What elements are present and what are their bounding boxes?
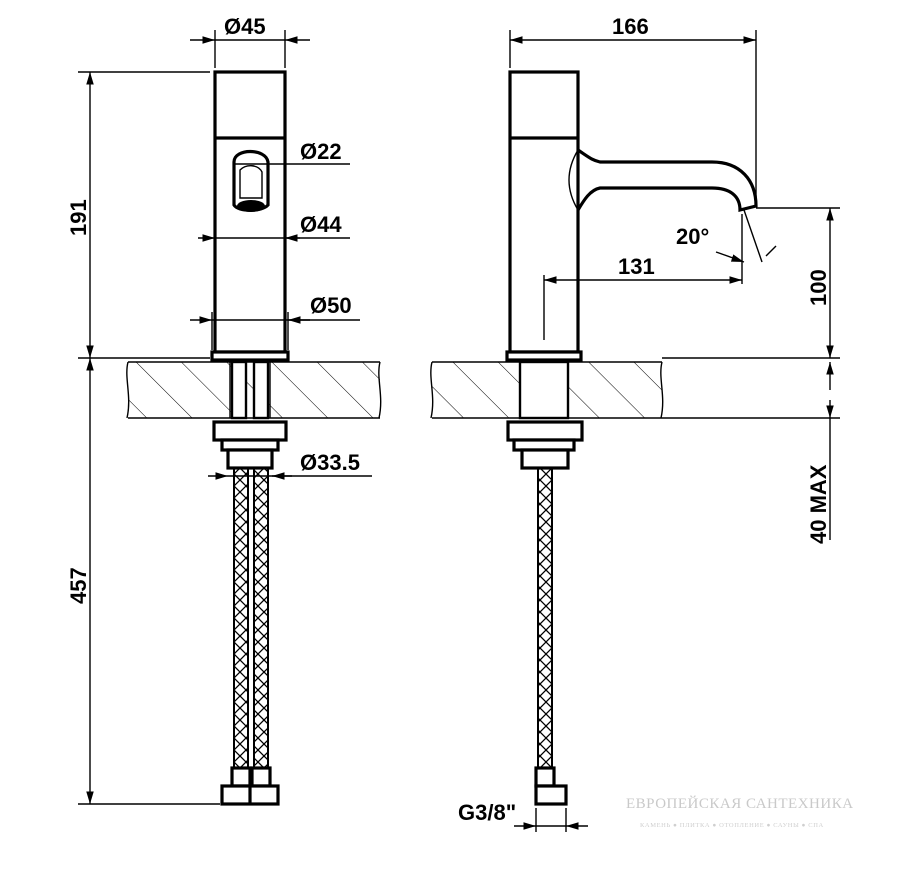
watermark-title: ЕВРОПЕЙСКАЯ САНТЕХНИКА (626, 795, 854, 812)
dimension-spout-diameter: Ø22 (234, 139, 350, 165)
label-max-deck-thickness: 40 MAX (806, 464, 831, 544)
dimension-total-depth: 166 (509, 14, 757, 200)
shank-assembly-right (506, 360, 584, 470)
hoses-left (220, 467, 280, 806)
watermark-subtitle: КАМЕНЬ ● ПЛИТКА ● ОТОПЛЕНИЕ ● САУНЫ ● СП… (640, 822, 824, 829)
side-view: 166 20° 131 100 (430, 14, 840, 832)
dimension-thread-size: G3/8" (458, 800, 588, 832)
hose-right (534, 467, 568, 806)
front-view: Ø45 Ø22 Ø44 Ø50 (66, 14, 382, 806)
label-thread-size: G3/8" (458, 800, 516, 825)
dimension-max-deck-thickness: 40 MAX (662, 362, 840, 544)
label-hose-length: 457 (66, 567, 91, 604)
label-spout-diameter: Ø22 (300, 139, 342, 164)
dimension-shank-diameter: Ø33.5 (208, 450, 372, 480)
dimension-hose-length: 457 (66, 358, 220, 805)
tap-body-front (210, 70, 290, 362)
dimension-spout-angle: 20° (676, 209, 777, 263)
dimension-spout-height: 100 (662, 207, 840, 359)
label-total-depth: 166 (612, 14, 649, 39)
label-body-diameter: Ø44 (300, 212, 342, 237)
dimension-base-diameter: Ø50 (190, 293, 360, 350)
dimension-height-above-deck: 191 (66, 71, 210, 359)
label-top-diameter: Ø45 (224, 14, 266, 39)
label-spout-angle: 20° (676, 224, 709, 249)
dimension-top-diameter: Ø45 (190, 14, 310, 68)
label-base-diameter: Ø50 (310, 293, 352, 318)
watermark: ЕВРОПЕЙСКАЯ САНТЕХНИКА КАМЕНЬ ● ПЛИТКА ●… (626, 795, 854, 829)
dimension-body-diameter: Ø44 (198, 212, 350, 242)
label-spout-reach: 131 (618, 254, 655, 279)
label-height-above-deck: 191 (66, 199, 91, 236)
dimension-spout-reach: 131 (543, 214, 743, 340)
label-shank-diameter: Ø33.5 (300, 450, 360, 475)
label-spout-height: 100 (806, 269, 831, 306)
shank-assembly-left (212, 360, 288, 470)
